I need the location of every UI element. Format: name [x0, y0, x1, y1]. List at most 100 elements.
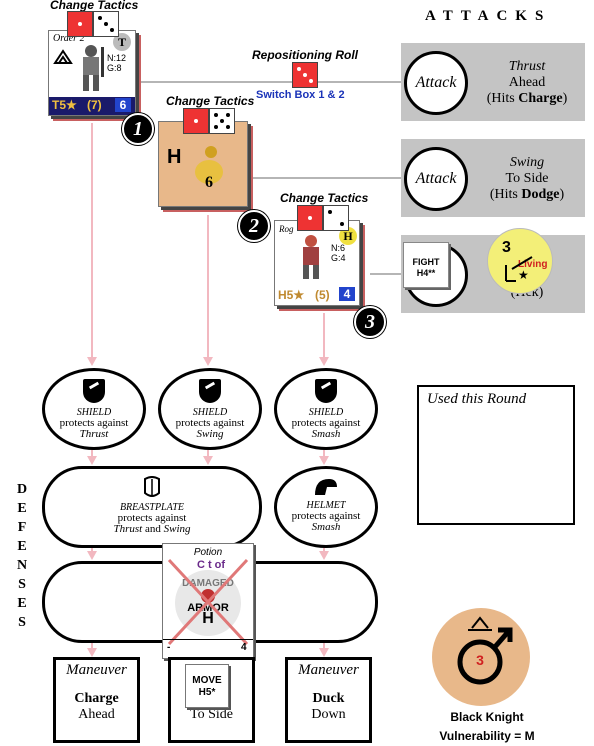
fight-chit[interactable]: FIGHT H4** — [403, 242, 449, 288]
defense-name: BREASTPLATE — [119, 502, 185, 513]
tactics-die-white[interactable] — [93, 11, 119, 37]
damaged-armor-card[interactable]: Potion C t of DAMAGED ARMOR H - 4 — [162, 543, 254, 659]
tactics-die-red[interactable] — [297, 205, 323, 231]
defense-line: protects against — [175, 417, 245, 429]
flow-line — [91, 447, 93, 457]
defense-against: Swing — [196, 428, 224, 440]
fight-chit-line1: FIGHT — [412, 257, 440, 267]
stat-n: N:6 — [331, 243, 346, 253]
change-tactics-label: Change Tactics — [166, 94, 255, 108]
shield-swing[interactable]: SHIELD protects against Swing — [158, 368, 262, 450]
change-tactics-label: Change Tactics — [50, 0, 139, 12]
attack-circle[interactable]: Attack — [404, 51, 468, 115]
defense-line: protects against — [291, 510, 361, 522]
breastplate-defense[interactable]: BREASTPLATE protects against Thrust and … — [42, 466, 262, 548]
flow-line — [91, 641, 93, 649]
flow-line — [323, 545, 325, 553]
counter-name: Rog — [279, 224, 294, 234]
rogue-figure-icon — [303, 235, 319, 279]
flow-arrow — [87, 551, 97, 560]
attack-circle[interactable]: Attack — [404, 147, 468, 211]
tactics-die-white[interactable] — [209, 108, 235, 134]
flow-line — [207, 215, 209, 358]
defense-against: Thrust — [113, 523, 143, 535]
tactics-badge-1: 1 — [122, 113, 154, 145]
flow-arrow — [87, 456, 97, 465]
shield-smash[interactable]: SHIELD protects against Smash — [274, 368, 378, 450]
repositioning-title: Repositioning Roll — [252, 48, 358, 62]
defense-name: SHIELD — [76, 407, 112, 418]
breastplate-icon — [144, 476, 160, 497]
attack-panel-thrust[interactable]: Attack Thrust Ahead (Hits Charge) — [401, 43, 585, 121]
potion-title: Potion — [193, 547, 223, 558]
tactics-die-red[interactable] — [183, 108, 209, 134]
potion-line2: C t of — [196, 559, 226, 571]
flow-arrow — [319, 456, 329, 465]
corner-marker: T — [113, 33, 131, 51]
defense-against: Thrust — [79, 428, 109, 440]
flow-arrow — [319, 648, 329, 657]
damaged-label: DAMAGED — [182, 578, 234, 589]
used-this-round-label: Used this Round — [427, 391, 527, 407]
move-chit-line2: H5* — [198, 687, 216, 698]
hits-prefix: (Hits — [489, 187, 522, 202]
flow-arrow — [203, 456, 213, 465]
weapon-type-icon — [53, 49, 73, 64]
used-this-round-box[interactable]: Used this Round — [417, 385, 575, 525]
repositioning-subtitle: Switch Box 1 & 2 — [256, 89, 345, 101]
maneuver-direction: Down — [311, 707, 346, 722]
tactics-badge-3: 3 — [354, 306, 386, 338]
mounted-knight-icon — [195, 146, 223, 184]
defense-line: protects against — [117, 512, 187, 524]
attack-panel-swing[interactable]: Attack Swing To Side (Hits Dodge) — [401, 139, 585, 217]
maneuver-duck[interactable]: Maneuver Duck Down — [285, 657, 372, 743]
stat-right: 4 — [339, 287, 355, 301]
defense-against: Smash — [311, 428, 341, 440]
flow-line — [323, 313, 325, 358]
stat-left-text: T5 — [52, 98, 67, 112]
connector-line — [370, 273, 401, 275]
stat-mid: (5) — [315, 288, 330, 302]
tactics-badge-2: 2 — [238, 210, 270, 242]
shield-icon — [83, 379, 105, 403]
attacks-title: ATTACKS — [425, 8, 552, 24]
attack-description: Thrust Ahead (Hits Charge) — [471, 59, 583, 107]
tactics-die-red[interactable] — [67, 11, 93, 37]
living-chit[interactable]: 3 Living ★ — [487, 228, 553, 294]
black-knight-number: 3 — [476, 652, 484, 668]
shield-icon — [199, 379, 221, 403]
shield-thrust[interactable]: SHIELD protects against Thrust — [42, 368, 146, 450]
knight-counter-3[interactable]: Rog H N:6 G:4 H5★ (5) 4 — [274, 220, 360, 306]
stat-g: G:8 — [107, 63, 122, 73]
flow-line — [323, 641, 325, 649]
defense-line: protects against — [59, 417, 129, 429]
male-symbol-icon — [457, 616, 513, 685]
stat-n: N:12 — [107, 53, 127, 63]
order-label: Order 2 — [53, 33, 85, 44]
hits-suffix: ) — [562, 91, 568, 106]
maneuver-direction: To Side — [190, 707, 233, 722]
svg-text:★: ★ — [518, 268, 529, 282]
helmet-icon — [315, 479, 337, 495]
stat-left-text: H5 — [278, 288, 294, 302]
black-knight-token[interactable]: 3 — [432, 608, 530, 706]
maneuver-charge[interactable]: Maneuver Charge Ahead — [53, 657, 140, 743]
card-right-value: 4 — [241, 642, 247, 653]
maneuver-title: Maneuver — [66, 662, 127, 678]
tactics-die-white[interactable] — [323, 205, 349, 231]
knight-counter-1[interactable]: Order 2 T N:12 G:8 T5★ (7) 6 — [48, 30, 136, 116]
card-divider — [163, 639, 253, 640]
living-chit-number: 3 — [502, 239, 511, 256]
defense-against: Smash — [311, 521, 341, 533]
direction-arrow-icon: ★ — [505, 256, 533, 282]
hits-prefix: (Hits — [486, 91, 519, 106]
knight-counter-2[interactable]: H 6 — [158, 121, 248, 207]
armor-letter: H — [202, 610, 214, 627]
stat-left: H5★ — [278, 288, 305, 302]
stats-bar — [49, 97, 135, 115]
card-left-value: - — [167, 642, 171, 653]
repositioning-die[interactable] — [292, 62, 318, 88]
helmet-defense[interactable]: HELMET protects against Smash — [274, 466, 378, 548]
move-chit[interactable]: MOVE H5* — [185, 664, 229, 708]
black-knight-vulnerability: Vulnerability = M — [439, 729, 535, 743]
